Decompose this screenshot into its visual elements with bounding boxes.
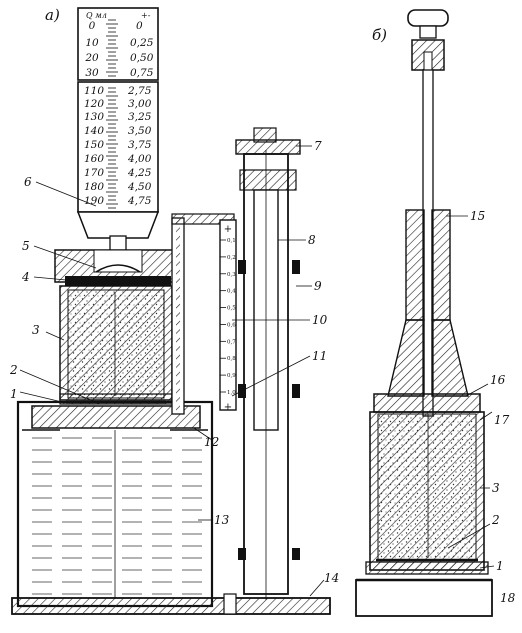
ruler-label: 0,2 [227, 255, 236, 261]
ruler: + + 0,1 0,2 0,3 0,4 0,5 0,6 0,7 0,8 0,9 1,0 [219, 219, 237, 413]
table-v-8: 3,75 [128, 139, 152, 151]
ruler-label: 0,7 [227, 339, 236, 345]
ruler-plus-bottom: + [224, 402, 232, 413]
callout-7: 7 [314, 139, 322, 153]
callout-18: 18 [500, 591, 516, 605]
table-top: 0 0 10 0,25 20 0,50 30 0,75 [84, 20, 153, 79]
callout-b-2: 2 [491, 513, 500, 527]
ruler-label: 0,9 [227, 373, 236, 379]
water-tank [16, 400, 214, 608]
piston-plate [373, 393, 481, 413]
callout-b-1: 1 [496, 559, 504, 573]
table-v-11: 4,50 [127, 181, 152, 193]
figure-a: а) Q мл +- 0 0 10 0,25 20 0,50 30 0,75 1… [9, 6, 339, 615]
callout-leaders-b [446, 215, 495, 569]
callout-1: 1 [10, 387, 18, 401]
figure-b: б) [355, 9, 516, 617]
table-v-2: 0,50 [130, 52, 154, 64]
ruler-label: 0,5 [227, 306, 236, 312]
sample-cylinder [59, 285, 173, 405]
table-v-9: 4,00 [127, 153, 152, 165]
table-header-right: +- [141, 11, 151, 20]
table-header-left: Q мл [86, 11, 107, 20]
ruler-label: 0,4 [227, 289, 236, 295]
table-q-0: 0 [89, 20, 96, 32]
piezometer-tube [171, 213, 235, 415]
table-q-12: 190 [84, 195, 104, 207]
callout-11: 11 [312, 349, 327, 363]
table-v-10: 4,25 [127, 167, 152, 179]
table-v-0: 0 [136, 20, 143, 32]
stand-column [235, 127, 301, 600]
callout-5: 5 [22, 239, 30, 253]
base-plate [11, 593, 331, 615]
guide-sleeve [387, 209, 469, 397]
ruler-label: 0,3 [227, 272, 236, 278]
container-cap [54, 249, 178, 286]
callout-15: 15 [470, 209, 485, 223]
table-q-3: 30 [85, 67, 99, 79]
callout-9: 9 [314, 279, 322, 293]
base-block [355, 579, 493, 617]
measuring-tube: Q мл +- 0 0 10 0,25 20 0,50 30 0,75 110 … [76, 7, 160, 259]
callout-12: 12 [204, 435, 219, 449]
callout-16: 16 [490, 373, 506, 387]
table-v-12: 4,75 [127, 195, 152, 207]
table-v-3: 0,75 [130, 67, 154, 79]
table-q-9: 160 [84, 153, 104, 165]
section-label-b: б) [372, 26, 387, 44]
callout-leaders-a [19, 145, 325, 597]
callout-13: 13 [214, 513, 230, 527]
callout-b-3: 3 [492, 481, 500, 495]
callout-10: 10 [312, 313, 328, 327]
table-v-5: 3,00 [128, 98, 152, 110]
table-q-1: 10 [85, 37, 99, 49]
table-q-2: 20 [84, 52, 99, 64]
table-q-7: 140 [84, 125, 104, 137]
section-label-a: а) [45, 6, 60, 24]
callout-6: 6 [24, 175, 32, 189]
table-q-11: 180 [84, 181, 104, 193]
ruler-label: 0,1 [227, 238, 236, 244]
table-v-1: 0,25 [130, 37, 154, 49]
table-v-7: 3,50 [128, 125, 152, 137]
scale-ticks [106, 19, 118, 209]
table-v-6: 3,25 [128, 111, 152, 123]
callout-8: 8 [308, 233, 316, 247]
sample-cylinder-b [365, 411, 489, 575]
stand-plate [31, 405, 201, 429]
table-q-4: 110 [84, 85, 104, 97]
table-q-6: 130 [84, 111, 104, 123]
callout-14: 14 [324, 571, 339, 585]
ruler-label: 0,6 [227, 322, 236, 328]
table-bottom: 110 2,75 120 3,00 130 3,25 140 3,50 150 … [84, 85, 152, 207]
callout-2: 2 [9, 363, 18, 377]
table-q-8: 150 [84, 139, 104, 151]
ruler-label: 1,0 [227, 390, 236, 396]
callout-17: 17 [494, 413, 510, 427]
callout-4: 4 [21, 270, 30, 284]
ruler-marks: 0,1 0,2 0,3 0,4 0,5 0,6 0,7 0,8 0,9 1,0 [220, 238, 236, 396]
table-q-5: 120 [84, 98, 104, 110]
callout-3: 3 [32, 323, 40, 337]
rammer-handle [407, 9, 449, 71]
ruler-label: 0,8 [227, 356, 236, 362]
table-q-10: 170 [84, 167, 104, 179]
ruler-plus-top: + [224, 224, 232, 235]
table-v-4: 2,75 [127, 85, 152, 97]
